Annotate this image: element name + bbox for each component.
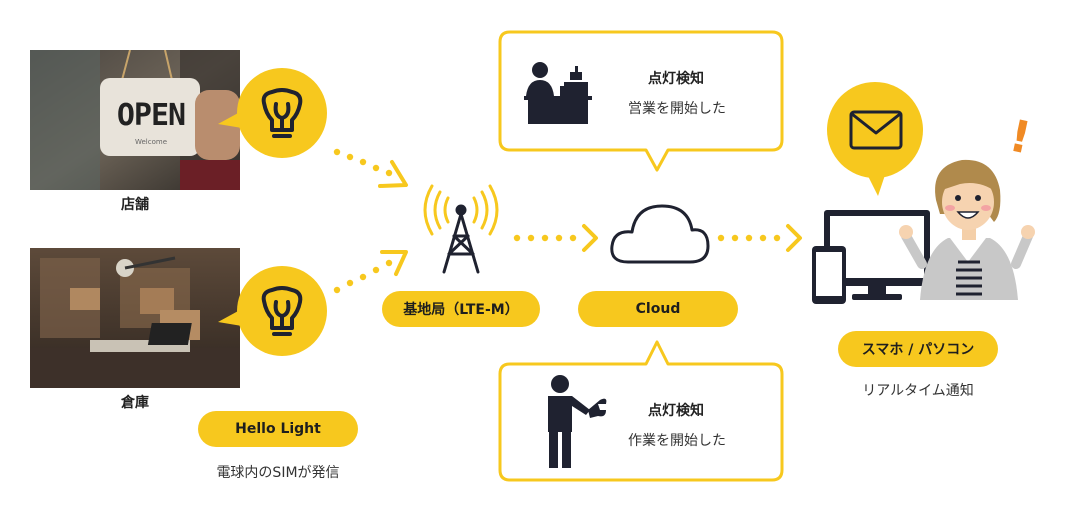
callout-top	[498, 30, 784, 172]
dotted-arrow-warehouse-to-tower	[333, 259, 393, 294]
person-illustration	[899, 159, 1035, 300]
warehouse-photo	[30, 248, 240, 388]
callout-top-body: 営業を開始した	[628, 101, 726, 117]
store-label: 店舗	[121, 197, 149, 213]
bulb-bubble-warehouse	[218, 266, 327, 356]
cloud-pill: Cloud	[578, 291, 738, 327]
lightbulb-icon	[261, 88, 303, 138]
callout-bottom	[498, 340, 784, 482]
cloud-icon	[610, 204, 710, 264]
mail-bubble	[827, 82, 923, 196]
callout-top-title: 点灯検知	[648, 71, 704, 87]
cell-tower-icon	[423, 184, 499, 274]
open-sign-subtext: Welcome	[134, 138, 168, 146]
notification-caption: リアルタイム通知	[862, 383, 974, 399]
callout-bottom-title: 点灯検知	[648, 403, 704, 419]
device-caption: 電球内のSIMが発信	[216, 465, 340, 481]
cashier-icon	[524, 62, 592, 124]
notification-pill: スマホ / パソコン	[838, 331, 998, 367]
warehouse-label: 倉庫	[121, 395, 149, 411]
dotted-arrow-cloud-to-devices	[717, 234, 781, 242]
open-sign-text: OPEN	[116, 98, 186, 133]
callout-bottom-body: 作業を開始した	[628, 433, 726, 449]
worker-wrench-icon	[548, 375, 607, 468]
envelope-icon	[849, 110, 903, 150]
bulb-bubble-store	[218, 68, 327, 158]
store-photo: OPEN Welcome	[30, 50, 240, 190]
dotted-arrow-tower-to-cloud	[513, 234, 577, 242]
base-station-pill: 基地局（LTE-M）	[382, 291, 540, 327]
dotted-arrow-store-to-tower	[333, 148, 393, 177]
device-pill: Hello Light	[198, 411, 358, 447]
lightbulb-icon	[261, 286, 303, 336]
